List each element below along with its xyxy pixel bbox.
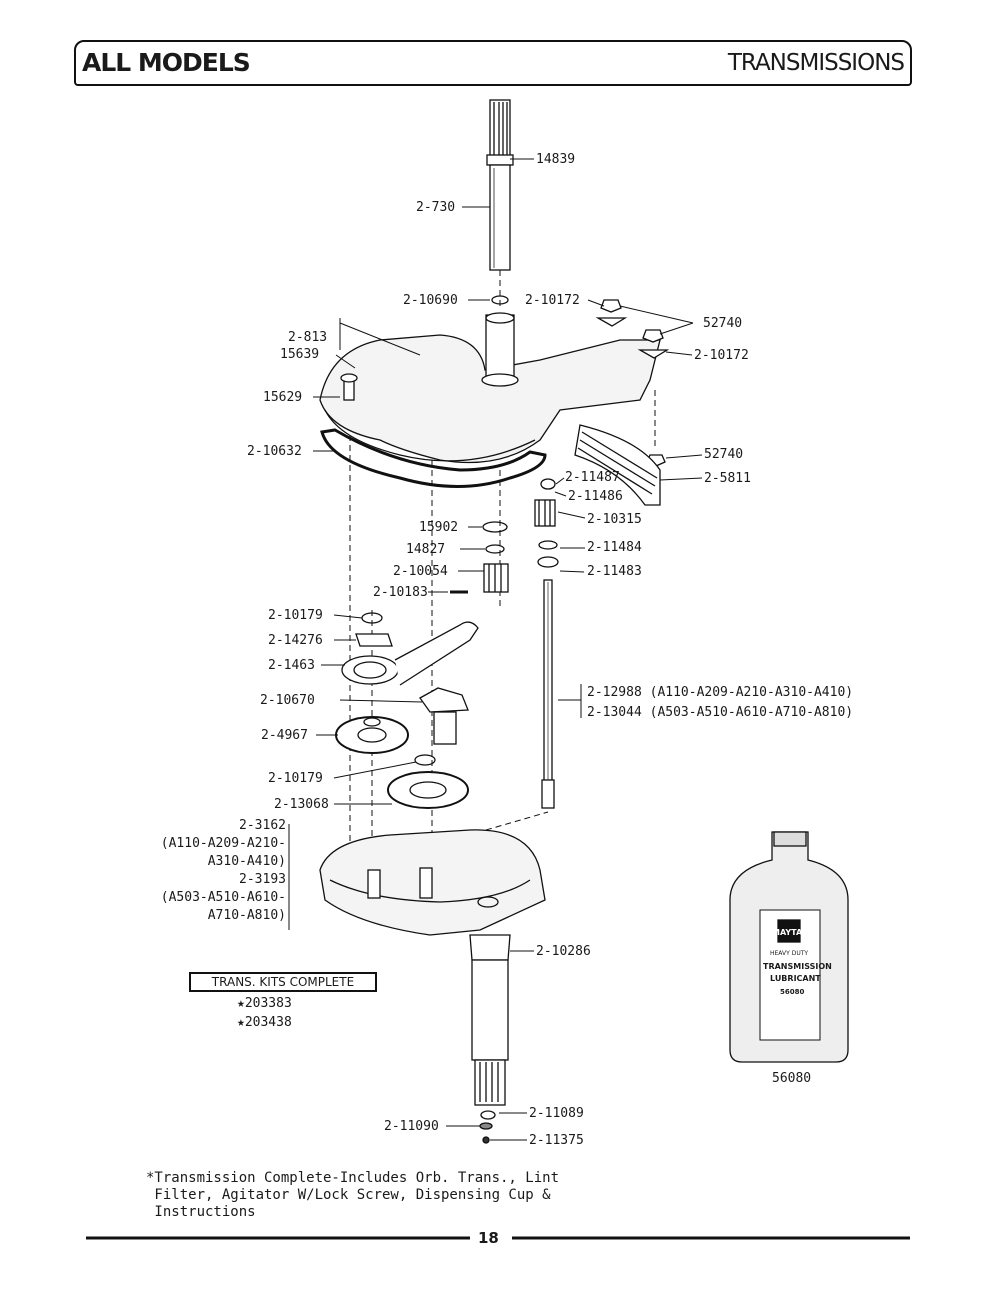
crankshaft (541, 579, 555, 809)
pinion-gear (534, 478, 559, 568)
bottle-part-number: 56080 (772, 1071, 812, 1086)
part-label-2-3162-models-b: A310-A410) (207, 854, 286, 869)
connecting-arm (341, 621, 479, 686)
gear-case (319, 829, 546, 936)
drive-gear (387, 771, 469, 809)
part-label-2-11487: 2-11487 (565, 470, 620, 485)
page-number: 18 (478, 1229, 499, 1247)
washer (485, 544, 505, 554)
footnote: *Transmission Complete-Includes Orb. Tra… (146, 1170, 560, 1220)
kit-item: ★203383 (237, 996, 292, 1011)
part-label-2-10315: 2-10315 (587, 512, 642, 527)
part-label-2-3193: 2-3193 (239, 872, 286, 887)
trans-kits-title: TRANS. KITS COMPLETE (189, 972, 377, 992)
idler-gear (483, 563, 509, 593)
agitator-shaft (486, 99, 514, 271)
part-label-2-10054: 2-10054 (393, 564, 448, 579)
part-label-2-10179-lower: 2-10179 (268, 771, 323, 786)
counterweight (574, 424, 661, 506)
part-label-2-11089: 2-11089 (529, 1106, 584, 1121)
part-label-2-10670: 2-10670 (260, 693, 315, 708)
part-label-2-13068: 2-13068 (274, 797, 329, 812)
washer (414, 754, 436, 766)
sector-gear (419, 687, 469, 745)
part-label-15629: 15629 (263, 390, 303, 405)
bottle-line1: HEAVY DUTY (770, 950, 809, 957)
part-label-2-3162: 2-3162 (239, 818, 286, 833)
kit-item: ★203438 (237, 1015, 292, 1030)
part-label-2-3162-models-a: (A110-A209-A210- (160, 836, 286, 851)
part-label-2-10632: 2-10632 (247, 444, 302, 459)
part-label-15639: 15639 (280, 347, 320, 362)
transmission-cover (319, 312, 661, 464)
part-label-2-5811: 2-5811 (704, 471, 751, 486)
part-label-2-813: 2-813 (288, 330, 328, 345)
output-shaft (469, 934, 511, 1144)
part-label-2-11090: 2-11090 (384, 1119, 439, 1134)
lubricant-bottle (729, 831, 849, 1063)
large-gear (335, 716, 409, 754)
part-label-2-11375: 2-11375 (529, 1133, 584, 1148)
page-header: ALL MODELS TRANSMISSIONS (74, 40, 912, 86)
part-label-2-10286: 2-10286 (536, 944, 591, 959)
header-right-title: TRANSMISSIONS (727, 50, 905, 76)
part-label-2-4967: 2-4967 (261, 728, 308, 743)
part-label-2-10172-top: 2-10172 (525, 293, 580, 308)
plate (355, 633, 393, 647)
part-label-2-11486: 2-11486 (568, 489, 623, 504)
part-label-15902: 15902 (419, 520, 459, 535)
washer (482, 521, 508, 533)
bottle-line2: TRANSMISSION (763, 962, 832, 971)
part-label-2-1463: 2-1463 (268, 658, 315, 673)
part-label-52740-lower: 52740 (704, 447, 744, 462)
part-label-2-10172-right: 2-10172 (694, 348, 749, 363)
part-label-2-14276: 2-14276 (268, 633, 323, 648)
part-label-2-10183: 2-10183 (373, 585, 428, 600)
part-label-52740-top: 52740 (703, 316, 743, 331)
part-label-2-12988: 2-12988 (A110-A209-A210-A310-A410) (587, 685, 854, 700)
gasket (320, 428, 547, 488)
part-label-2-3193-models-b: A710-A810) (207, 908, 286, 923)
part-label-2-11483: 2-11483 (587, 564, 642, 579)
part-label-14827: 14827 (406, 542, 446, 557)
bottle-brand: MAYTAG (772, 928, 809, 937)
header-left-title: ALL MODELS (82, 48, 251, 77)
part-label-14839: 14839 (536, 152, 576, 167)
part-label-2-730: 2-730 (416, 200, 456, 215)
part-label-2-10690: 2-10690 (403, 293, 458, 308)
part-label-2-11484: 2-11484 (587, 540, 642, 555)
part-label-2-3193-models-a: (A503-A510-A610- (160, 890, 286, 905)
clip-nuts (595, 299, 670, 467)
part-label-2-10179-upper: 2-10179 (268, 608, 323, 623)
bottle-line4: 56080 (780, 988, 805, 996)
leader-lines (288, 158, 703, 1141)
part-label-2-13044: 2-13044 (A503-A510-A610-A710-A810) (587, 705, 854, 720)
bottle-line3: LUBRICANT (770, 974, 821, 983)
